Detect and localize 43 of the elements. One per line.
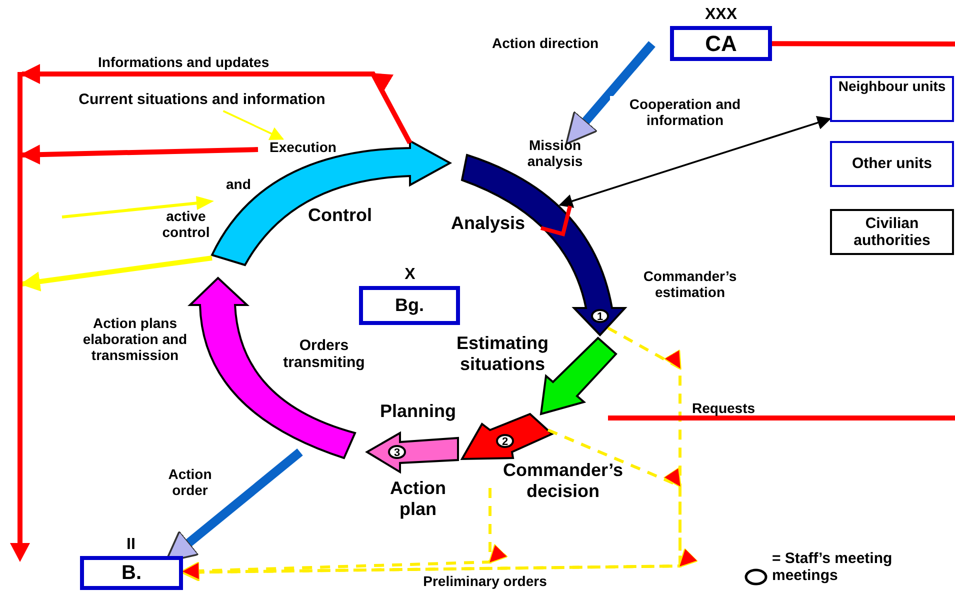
step-label: Analysis xyxy=(451,213,526,234)
step-label: Control xyxy=(308,205,372,226)
step-label: Execution xyxy=(258,139,348,158)
legend-label: = Staff’s meeting meetings xyxy=(772,550,894,584)
unit-label: Other units xyxy=(852,155,932,173)
unit-box xyxy=(80,556,183,590)
step-label: and xyxy=(226,176,251,192)
arrow xyxy=(558,116,832,208)
unit-box xyxy=(830,76,954,122)
step-label: Action plan xyxy=(389,478,447,520)
step-label: Orders transmiting xyxy=(282,337,366,372)
arrow xyxy=(20,256,212,292)
connector-line xyxy=(772,41,955,46)
dashed-arrow xyxy=(182,488,508,580)
arrow xyxy=(222,110,284,140)
stage-shape xyxy=(211,140,451,266)
unit-label: Bg. xyxy=(395,295,424,316)
unit-box xyxy=(830,209,954,255)
unit-box xyxy=(359,286,460,325)
step-label: Current situations and information xyxy=(42,91,362,111)
step-label: Requests xyxy=(692,400,756,416)
stage-shape xyxy=(365,431,459,474)
echelon-mark: XXX xyxy=(704,6,738,24)
step-label: Estimating situations xyxy=(455,333,550,374)
step-label: Mission analysis xyxy=(510,137,600,177)
arrow xyxy=(22,64,412,144)
step-label: Commander’s decision xyxy=(502,460,624,502)
echelon-mark: II xyxy=(126,536,136,554)
step-label: Action plans elaboration and transmission xyxy=(82,315,188,364)
unit-label: Neighbour units xyxy=(838,78,946,94)
unit-box xyxy=(670,26,772,61)
unit-label: CA xyxy=(705,30,737,56)
unit-box xyxy=(830,141,954,187)
dashed-arrow xyxy=(182,428,697,581)
echelon-mark: X xyxy=(404,266,416,284)
step-label: Commander’s estimation xyxy=(642,268,738,300)
arrow xyxy=(20,144,258,165)
stage-shape xyxy=(460,412,554,460)
unit-label: Civilian authorities xyxy=(852,214,932,250)
unit-label: B. xyxy=(122,562,142,584)
step-label: Planning xyxy=(380,401,456,422)
step-label: active control xyxy=(161,208,211,240)
arrow xyxy=(565,41,656,145)
